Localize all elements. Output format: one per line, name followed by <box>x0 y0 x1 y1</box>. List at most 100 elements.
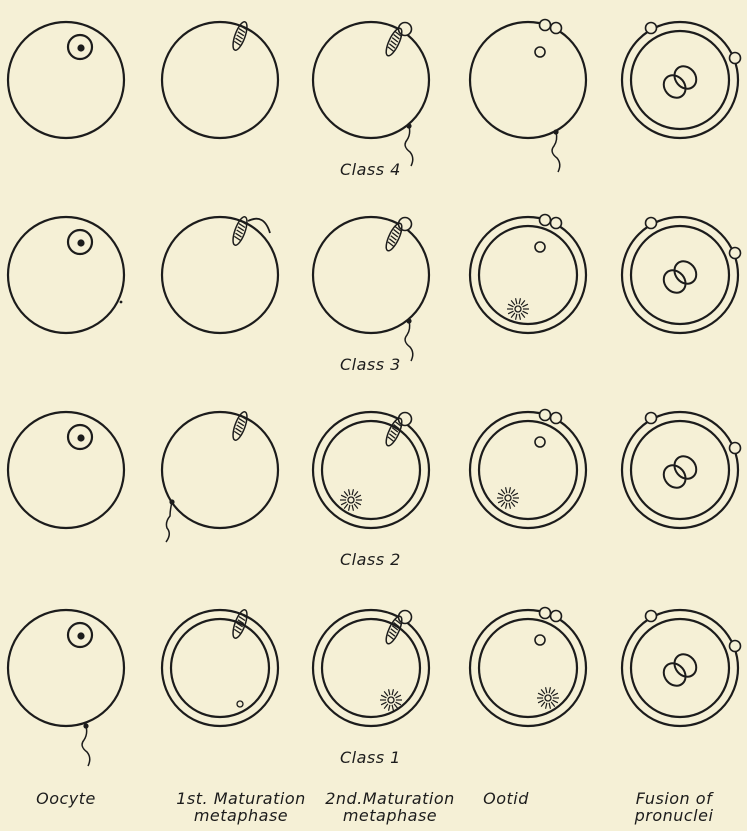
aster-ray <box>354 504 358 509</box>
spindle-fiber <box>235 233 242 237</box>
aster-ray <box>392 705 393 711</box>
cell-class3-col1 <box>8 217 124 333</box>
cell-outer-wall <box>470 610 586 726</box>
class-2-label: Class 2 <box>340 550 401 569</box>
cell-outer-wall <box>313 412 429 528</box>
nucleolus <box>77 239 84 246</box>
column-label-ootid: Ootid <box>476 790 536 807</box>
sperm-head <box>553 129 558 134</box>
aster-ray <box>389 705 390 711</box>
aster-ray <box>523 311 528 314</box>
cell-outer-wall <box>8 22 124 138</box>
spindle-fiber <box>238 224 245 228</box>
cell-outer-wall <box>8 610 124 726</box>
nucleolus <box>77 44 84 51</box>
polar-body <box>730 443 741 454</box>
aster-ray <box>541 702 545 707</box>
column-label-fusion-line2: pronuclei <box>624 807 724 824</box>
column-label-second-maturation-line2: metaphase <box>318 807 462 824</box>
cell-class2-col1 <box>8 412 124 528</box>
sperm-head <box>406 318 411 323</box>
pronucleus-right <box>670 452 701 483</box>
spindle <box>230 20 250 52</box>
spindle-outline <box>383 26 405 57</box>
cell-class1-col1 <box>8 610 124 766</box>
fused-pronuclei <box>659 257 700 297</box>
aster-ray <box>521 300 525 305</box>
column-label-oocyte: Oocyte <box>28 790 104 807</box>
cell-inner-wall <box>171 619 269 717</box>
aster-ray <box>521 313 525 318</box>
cell-class2-col2 <box>162 410 278 542</box>
aster-ray <box>508 304 513 307</box>
column-label-fusion-line1: Fusion of <box>624 790 724 807</box>
spindle-fiber <box>235 428 242 432</box>
aster-ray <box>509 503 510 509</box>
aster-ray <box>396 695 401 698</box>
aster-center <box>348 497 354 503</box>
spindle <box>230 215 250 247</box>
cell-inner-wall <box>631 619 729 717</box>
aster-ray <box>541 689 545 694</box>
sperm-head <box>169 499 174 504</box>
polar-body <box>540 215 551 226</box>
column-label-first-maturation-line2: metaphase <box>166 807 316 824</box>
aster-ray <box>511 300 515 305</box>
sperm-head-inside <box>237 701 243 707</box>
pronucleus-right <box>670 62 701 93</box>
aster-ray <box>519 314 520 320</box>
fused-pronuclei <box>659 650 700 690</box>
polar-body <box>646 218 657 229</box>
aster-ray <box>546 703 547 709</box>
fused-pronuclei <box>659 62 700 102</box>
aster-center <box>388 697 394 703</box>
spindle <box>383 221 405 252</box>
aster-ray <box>381 695 386 698</box>
cell-outer-wall <box>622 22 738 138</box>
aster-ray <box>381 702 386 705</box>
spindle-fiber <box>236 230 243 234</box>
aster-ray <box>511 502 515 507</box>
aster-ray <box>384 704 388 709</box>
nucleolus <box>77 632 84 639</box>
sperm-head <box>406 123 411 128</box>
aster-ray <box>511 489 515 494</box>
cell-inner-wall <box>631 31 729 129</box>
spindle-fiber <box>238 419 245 423</box>
aster-ray <box>553 693 558 696</box>
aster-ray <box>341 502 346 505</box>
pronucleus-right <box>670 257 701 288</box>
cell-outer-wall <box>470 412 586 528</box>
sperm-aster <box>537 687 559 708</box>
polar-body <box>646 611 657 622</box>
stray-dot <box>120 301 123 304</box>
sperm-head <box>83 723 88 728</box>
spindle-fiber <box>237 422 244 426</box>
cell-class4-col3 <box>313 22 429 166</box>
spindle-fiber <box>234 41 241 45</box>
aster-ray <box>356 495 361 498</box>
pronucleus <box>535 437 545 447</box>
spindle-fiber <box>234 629 241 633</box>
aster-ray <box>341 495 346 498</box>
polar-body <box>730 53 741 64</box>
sperm-tail <box>166 502 172 542</box>
cell-class4-col1 <box>8 22 124 138</box>
cell-class3-col3 <box>313 217 429 361</box>
fused-pronuclei <box>659 452 700 492</box>
sperm-aster <box>340 489 362 510</box>
column-label-first-maturation-line1: 1st. Maturation <box>166 790 316 807</box>
sperm-tail <box>405 321 413 361</box>
cell-inner-wall <box>322 421 420 519</box>
cell-class3-col2 <box>162 215 278 333</box>
cell-class2-col5 <box>622 412 741 528</box>
cell-class1-col5 <box>622 610 741 726</box>
spindle-fiber <box>235 626 242 630</box>
pronucleus <box>535 242 545 252</box>
aster-ray <box>553 700 558 703</box>
aster-ray <box>509 487 510 493</box>
aster-ray <box>511 313 515 318</box>
polar-body <box>730 248 741 259</box>
cell-class2-col3 <box>313 412 429 528</box>
